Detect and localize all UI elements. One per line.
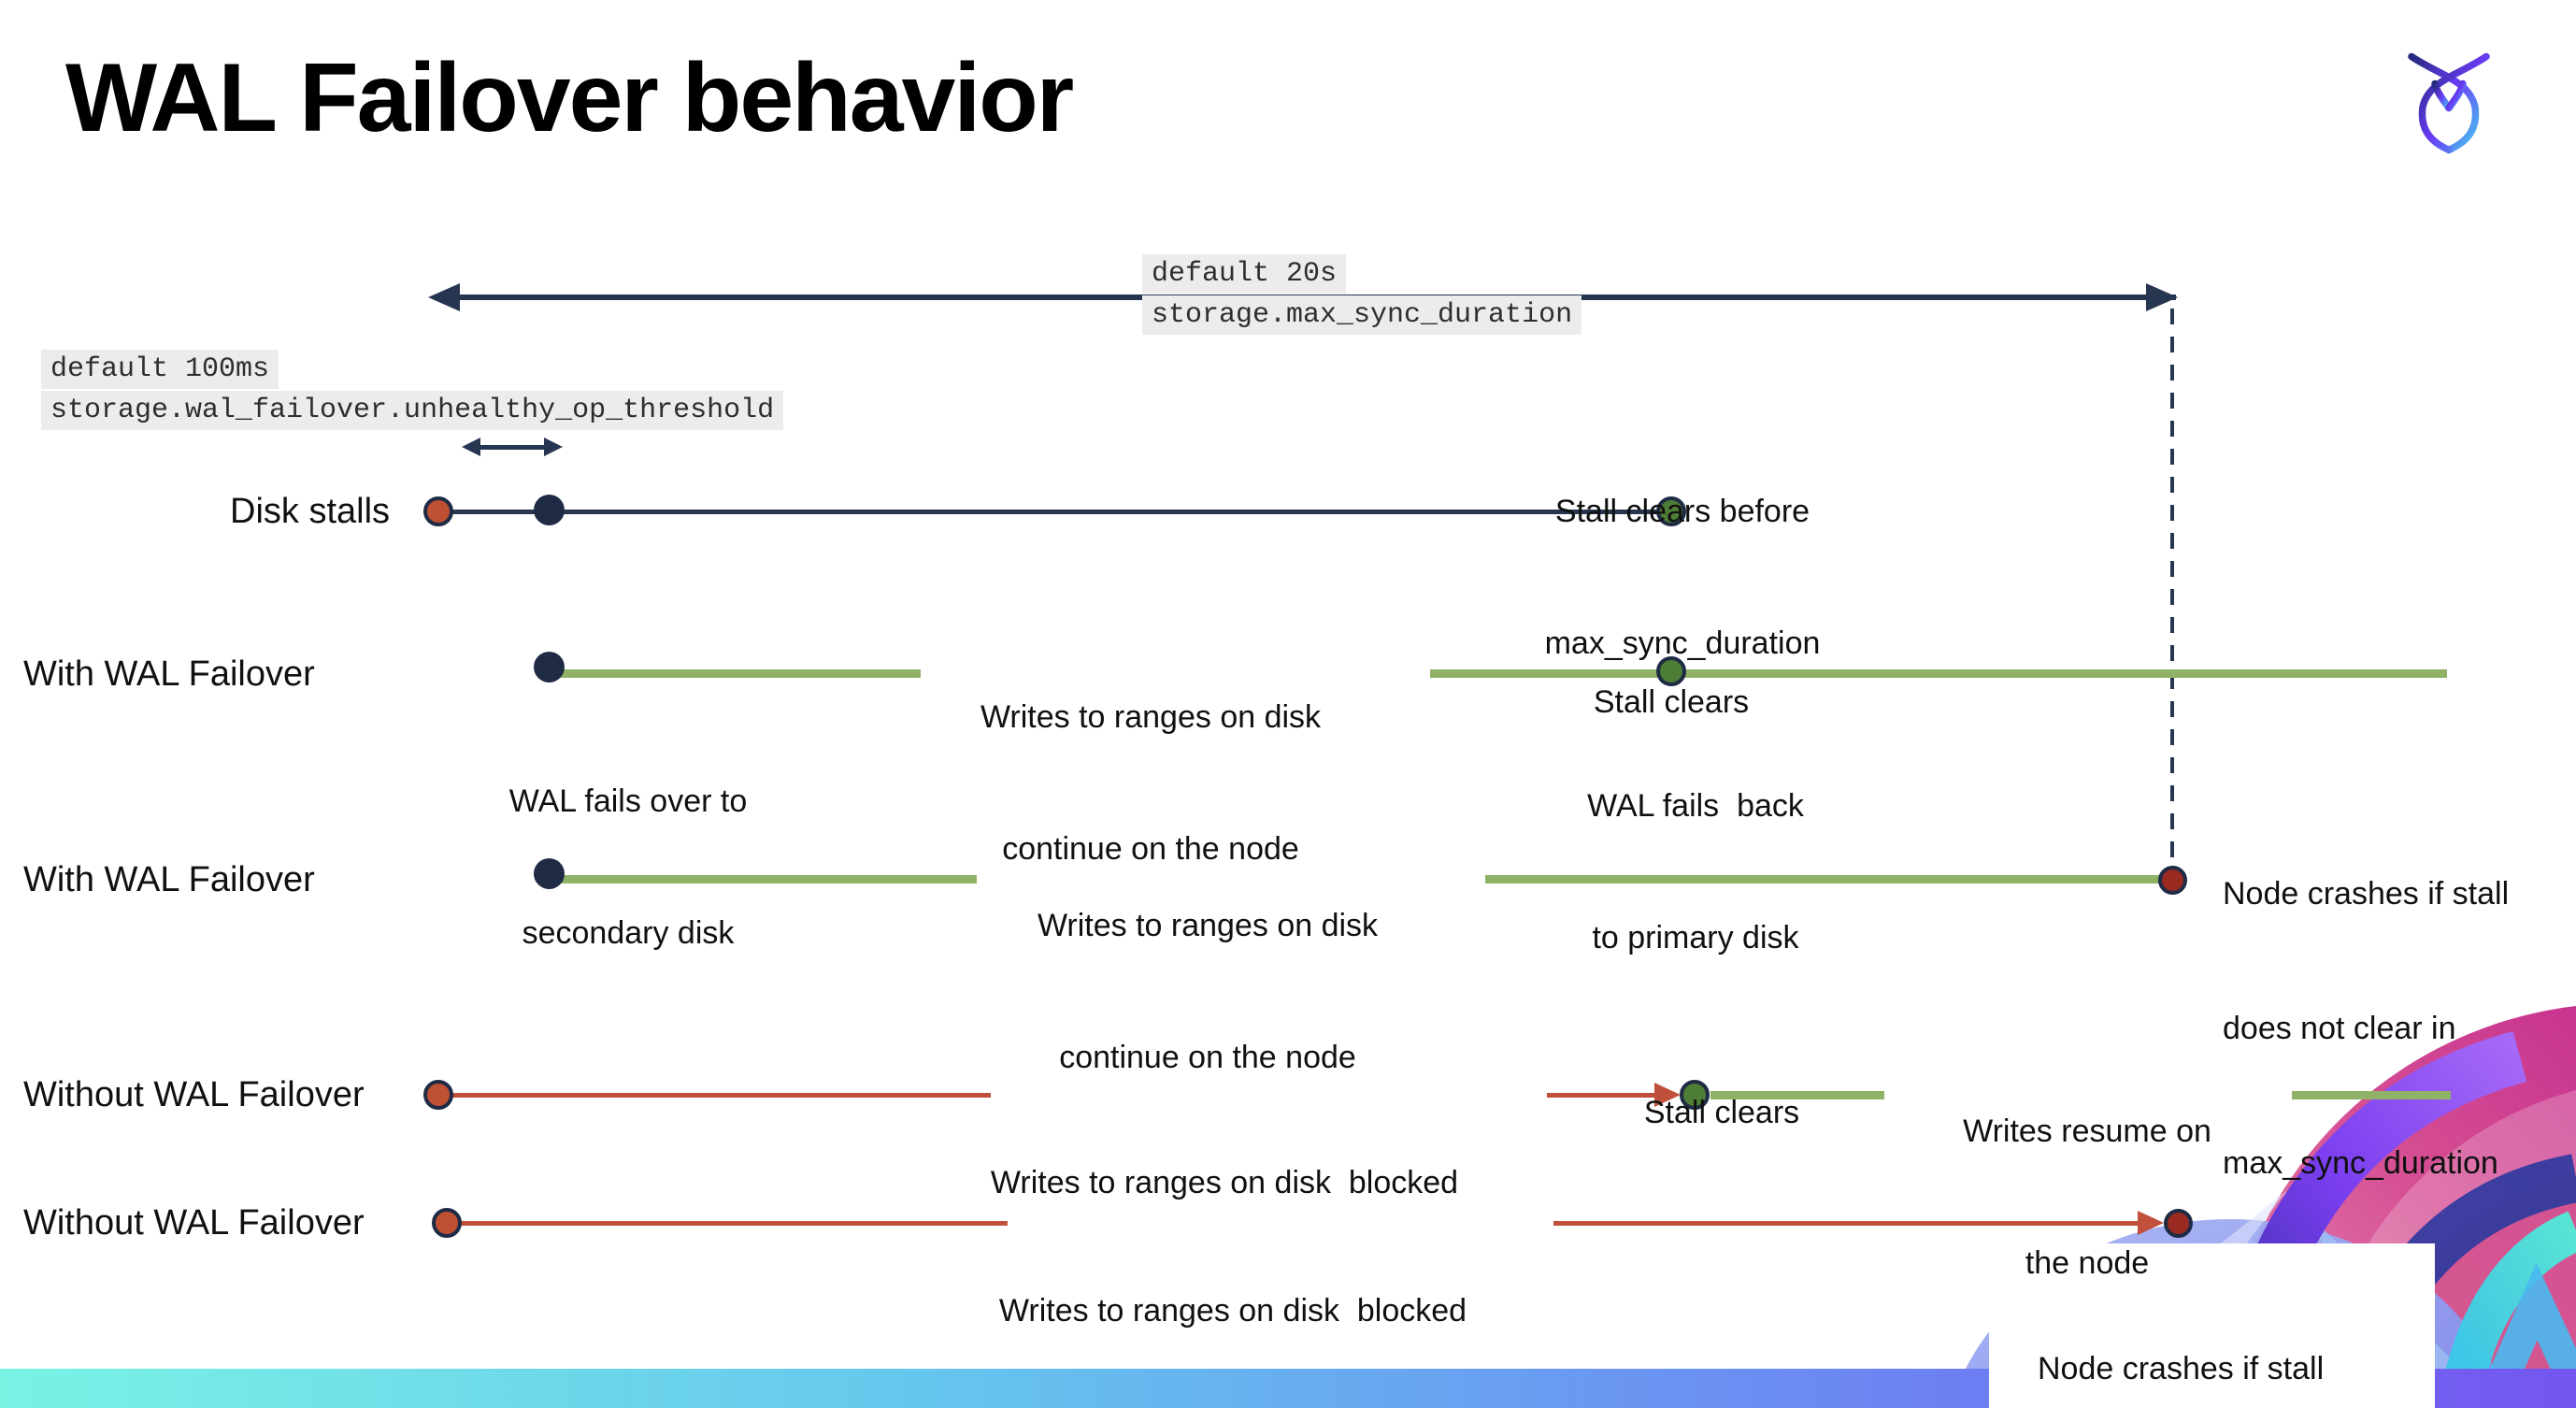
row-label-disk-stalls: Disk stalls — [230, 492, 391, 531]
note-line: WAL fails back — [1587, 788, 1804, 824]
note-line: Writes to ranges on disk blocked — [998, 1293, 1467, 1329]
stall-start-dot — [432, 1208, 462, 1238]
note-line: Writes resume on — [1963, 1113, 2211, 1149]
chip-text: storage.max_sync_duration — [1142, 295, 1582, 335]
note-line: Stall clears — [1593, 684, 1750, 720]
chip-text: storage.wal_failover.unhealthy_op_thresh… — [41, 391, 784, 430]
writes-continue-line — [561, 669, 921, 678]
threshold-arrow-line — [479, 445, 546, 450]
writes-continue-line — [1430, 669, 2447, 678]
note-line: Writes to ranges on disk — [980, 699, 1322, 735]
note-writes-resume: Writes resume on the node — [1963, 1022, 2211, 1373]
writes-blocked-line — [452, 1093, 991, 1098]
writes-blocked-line — [1547, 1093, 1657, 1098]
disk-stall-timeline — [438, 510, 1671, 514]
note-stall-clears-before: Stall clears before max_sync_duration — [1545, 402, 1821, 754]
writes-resume-line — [1710, 1091, 1884, 1099]
note-line: Stall clears before — [1554, 494, 1810, 529]
chip-text: default 20s — [1142, 254, 1347, 294]
note-line: Writes to ranges on disk — [1037, 908, 1379, 943]
unhealthy-threshold-default-chip: default 100ms — [41, 350, 279, 389]
note-node-crashes: Node crashes if stall does not clear in … — [2223, 782, 2509, 1275]
node-crash-dot — [2164, 1209, 2193, 1238]
failover-dot — [534, 858, 565, 889]
max-sync-setting-chip: storage.max_sync_duration — [1142, 295, 1582, 335]
writes-continue-line — [561, 875, 977, 884]
node-crash-callout-box — [1989, 1243, 2435, 1408]
writes-blocked-line — [1553, 1221, 2140, 1226]
row-label-without-wal-failover: Without WAL Failover — [23, 1203, 365, 1243]
note-line: Stall clears — [1643, 1095, 1800, 1130]
note-writes-continue: Writes to ranges on disk continue on the… — [980, 608, 1321, 959]
threshold-dot — [534, 495, 565, 525]
writes-resume-line — [2292, 1091, 2451, 1099]
cockroachdb-logo-icon — [2408, 52, 2490, 154]
row-label-without-wal-failover: Without WAL Failover — [23, 1075, 365, 1114]
note-writes-blocked: Writes to ranges on disk blocked — [991, 1073, 1458, 1293]
row-label-with-wal-failover: With WAL Failover — [23, 654, 315, 694]
arrow-right-head-icon — [2146, 283, 2178, 311]
note-stall-clears: Stall clears — [1594, 593, 1749, 812]
failover-dot — [534, 652, 565, 682]
stall-clears-dot — [1656, 496, 1686, 526]
arrow-left-head-icon — [462, 438, 480, 456]
note-line: Node crashes if stall — [2223, 876, 2510, 912]
arrow-right-head-icon — [2138, 1211, 2164, 1235]
note-line: to primary disk — [1592, 920, 1799, 955]
max-sync-deadline-dashed-line — [2170, 309, 2174, 866]
stall-clears-dot — [1656, 656, 1686, 686]
node-crash-dot — [2158, 866, 2187, 895]
note-line: does not clear in — [2223, 1011, 2456, 1046]
arrow-right-head-icon — [544, 438, 563, 456]
page-title: WAL Failover behavior — [65, 44, 1074, 152]
note-line: continue on the node — [1059, 1040, 1356, 1075]
note-stall-clears: Stall clears — [1644, 1003, 1799, 1223]
note-wal-fails-back: WAL fails back to primary disk — [1587, 697, 1804, 1048]
note-node-crashes: Node crashes if stall does not clear in … — [2038, 1257, 2324, 1408]
note-line: max_sync_duration — [2223, 1145, 2498, 1181]
stall-start-dot — [423, 1080, 453, 1110]
writes-blocked-line — [461, 1221, 1008, 1226]
arrow-right-head-icon — [1654, 1083, 1681, 1107]
stall-start-dot — [423, 496, 453, 526]
note-wal-fails-over: WAL fails over to secondary disk — [509, 692, 747, 1043]
unhealthy-threshold-setting-chip: storage.wal_failover.unhealthy_op_thresh… — [41, 391, 784, 430]
note-writes-blocked: Writes to ranges on disk blocked — [999, 1201, 1467, 1408]
row-label-with-wal-failover: With WAL Failover — [23, 860, 315, 899]
chip-text: default 100ms — [41, 350, 279, 389]
note-line: Writes to ranges on disk blocked — [990, 1165, 1459, 1200]
note-line: secondary disk — [522, 915, 735, 951]
note-line: continue on the node — [1002, 831, 1299, 867]
stall-clears-dot — [1680, 1080, 1710, 1110]
note-writes-continue: Writes to ranges on disk continue on the… — [1038, 816, 1378, 1168]
note-line: max_sync_duration — [1544, 625, 1821, 661]
note-line: Node crashes if stall — [2038, 1351, 2325, 1386]
note-line: the node — [2025, 1245, 2150, 1281]
max-sync-default-chip: default 20s — [1142, 254, 1347, 294]
note-line: WAL fails over to — [508, 783, 748, 819]
writes-continue-line — [1485, 875, 2161, 884]
arrow-left-head-icon — [428, 283, 460, 311]
